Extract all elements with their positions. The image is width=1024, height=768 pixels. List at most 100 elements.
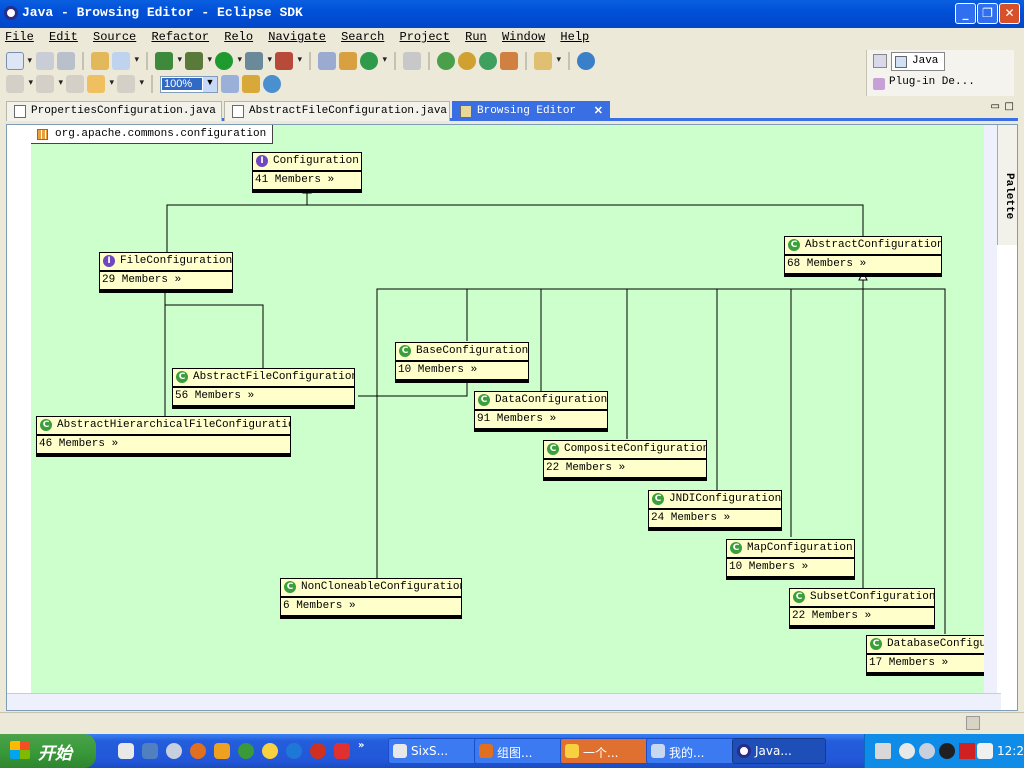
qq-penguin-icon[interactable] — [939, 743, 955, 759]
window-titlebar[interactable]: Java - Browsing Editor - Eclipse SDK _ ❐… — [0, 0, 1024, 28]
palette-panel[interactable]: Palette — [997, 125, 1017, 245]
new-icon[interactable] — [6, 52, 32, 70]
refresh-icon[interactable] — [263, 75, 281, 93]
taskbar-item-java[interactable]: Java... — [732, 738, 826, 764]
close-button[interactable]: ✕ — [999, 3, 1020, 24]
open-type-icon[interactable] — [318, 52, 336, 70]
member-count[interactable]: 56 Members — [175, 390, 242, 402]
taskbar-item-yige[interactable]: 一个... — [560, 738, 654, 764]
quicklaunch-ie-icon[interactable] — [286, 743, 302, 759]
open-hierarchy-icon[interactable] — [339, 52, 357, 70]
open-perspective-icon[interactable] — [873, 54, 887, 68]
minimize-button[interactable]: _ — [955, 3, 976, 24]
volume-icon[interactable] — [977, 743, 993, 759]
menu-file[interactable]: File — [5, 30, 34, 44]
team-icon[interactable] — [458, 52, 476, 70]
menu-navigate[interactable]: Navigate — [268, 30, 326, 44]
member-count[interactable]: 29 Members — [102, 274, 169, 286]
export-icon[interactable] — [221, 75, 239, 93]
run-icon[interactable] — [215, 52, 242, 70]
prev-annotation-icon[interactable] — [36, 75, 63, 93]
member-count[interactable]: 22 Members — [792, 610, 859, 622]
taskbar-item-zutu[interactable]: 组图... — [474, 738, 568, 764]
member-count[interactable]: 41 Members — [255, 174, 322, 186]
menu-search[interactable]: Search — [341, 30, 385, 44]
quicklaunch-firefox-icon[interactable] — [190, 743, 206, 759]
clock[interactable]: 12:23 — [997, 744, 1024, 758]
quicklaunch-opera-icon[interactable] — [310, 743, 326, 759]
quicklaunch-app-icon[interactable] — [142, 743, 158, 759]
globe-icon[interactable] — [577, 52, 595, 70]
task-list-icon[interactable] — [403, 52, 421, 70]
zoom-select[interactable]: 100%▼ — [160, 75, 218, 93]
tab-properties-configuration[interactable]: PropertiesConfiguration.java — [6, 101, 222, 121]
horizontal-scrollbar[interactable] — [7, 693, 1001, 710]
layout-icon[interactable] — [242, 75, 260, 93]
quicklaunch-desktop-icon[interactable] — [118, 743, 134, 759]
tray-app-icon[interactable] — [919, 743, 935, 759]
member-count[interactable]: 10 Members — [729, 561, 796, 573]
member-count[interactable]: 10 Members — [398, 364, 465, 376]
new-package-icon[interactable] — [91, 52, 109, 70]
fast-view-icon[interactable] — [966, 716, 980, 730]
quicklaunch-player-icon[interactable] — [262, 743, 278, 759]
profile-icon[interactable] — [275, 52, 302, 70]
menu-run[interactable]: Run — [465, 30, 487, 44]
tab-abstract-file-configuration[interactable]: AbstractFileConfiguration.java — [224, 101, 450, 121]
menu-source[interactable]: Source — [93, 30, 137, 44]
member-count[interactable]: 91 Members — [477, 413, 544, 425]
save-icon[interactable] — [36, 52, 54, 70]
next-annotation-icon[interactable] — [6, 75, 33, 93]
forward-arrow-icon[interactable] — [117, 75, 144, 93]
taskbar-item-wode[interactable]: 我的... — [646, 738, 740, 764]
vertical-scrollbar[interactable] — [984, 125, 997, 693]
quicklaunch-media-icon[interactable] — [238, 743, 254, 759]
menu-project[interactable]: Project — [399, 30, 450, 44]
pin-icon[interactable] — [500, 52, 518, 70]
member-count[interactable]: 6 Members — [283, 600, 343, 612]
quicklaunch-messenger-icon[interactable] — [214, 743, 230, 759]
tray-mail-icon[interactable] — [899, 743, 915, 759]
open-folder-icon[interactable] — [534, 52, 561, 70]
member-count[interactable]: 17 Members — [869, 657, 936, 669]
perspective-java[interactable]: Java — [891, 52, 946, 71]
antivirus-icon[interactable] — [959, 743, 975, 759]
maximize-button[interactable]: ❐ — [977, 3, 998, 24]
back-arrow-icon[interactable] — [87, 75, 114, 93]
sync-icon[interactable] — [437, 52, 455, 70]
new-class-icon[interactable] — [112, 52, 139, 70]
member-count[interactable]: 46 Members — [39, 438, 106, 450]
start-button[interactable]: 开始 — [0, 734, 96, 768]
package-label[interactable]: org.apache.commons.configuration — [31, 125, 274, 144]
minimize-view-icon[interactable]: ▭ — [990, 101, 1000, 112]
quicklaunch-mail-icon[interactable] — [166, 743, 182, 759]
new-relo-icon[interactable] — [360, 52, 387, 70]
keyboard-icon[interactable] — [875, 743, 891, 759]
debug-icon[interactable] — [185, 52, 212, 70]
share-icon[interactable] — [479, 52, 497, 70]
member-count[interactable]: 24 Members — [651, 512, 718, 524]
last-edit-icon[interactable] — [66, 75, 84, 93]
menu-relo[interactable]: Relo — [224, 30, 254, 44]
maximize-view-icon[interactable]: □ — [1004, 101, 1014, 112]
quicklaunch-app2-icon[interactable] — [334, 743, 350, 759]
print-icon[interactable] — [57, 52, 75, 70]
menu-edit[interactable]: Edit — [49, 30, 78, 44]
tab-browsing-editor[interactable]: Browsing Editor✕ — [452, 101, 610, 121]
taskbar-item-sixs[interactable]: SixS... — [388, 738, 482, 764]
member-count[interactable]: 22 Members — [546, 462, 613, 474]
close-tab-icon[interactable]: ✕ — [593, 106, 603, 118]
menu-window[interactable]: Window — [501, 30, 546, 44]
